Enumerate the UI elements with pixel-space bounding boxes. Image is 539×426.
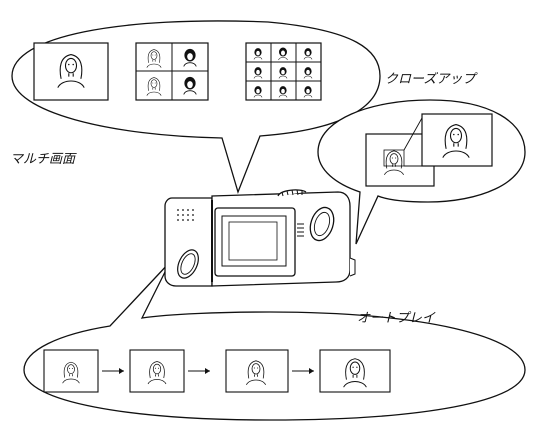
auto-play-sequence <box>43 349 391 393</box>
side-slider <box>297 223 304 237</box>
top-shutter-button <box>277 189 307 197</box>
speaker-grille <box>177 209 194 221</box>
multi-screen-label: マルチ画面 <box>10 152 76 167</box>
auto-play-bubble <box>23 261 526 421</box>
nine-view-frame <box>245 42 322 101</box>
auto-play-label: オートプレイ <box>357 311 436 326</box>
close-up-label: クローズアップ <box>385 72 476 87</box>
left-oval-button <box>177 249 199 279</box>
four-view-frame <box>135 42 209 101</box>
close-up-large-frame <box>403 113 493 167</box>
camera-device <box>164 189 356 287</box>
right-oval-button <box>309 206 335 242</box>
lcd-screen <box>214 207 296 277</box>
single-view-frame <box>33 42 109 101</box>
